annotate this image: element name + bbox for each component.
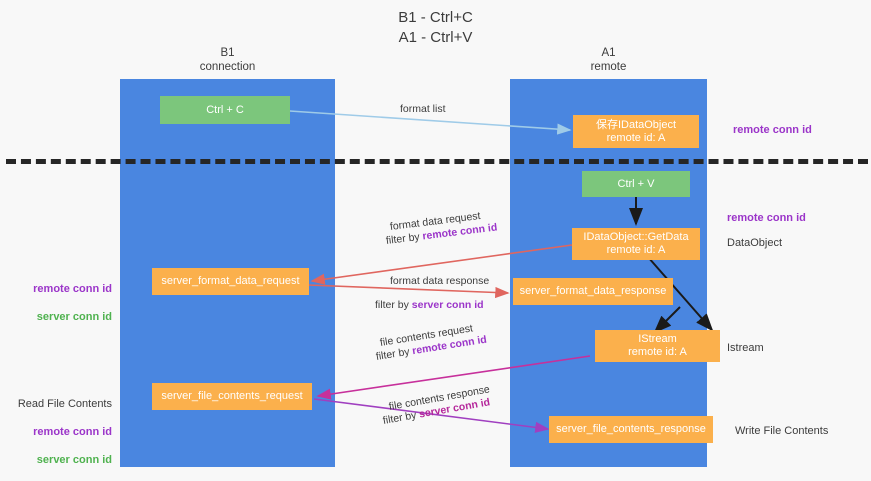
annotation-remote-conn-id-left-2: remote conn id: [33, 426, 112, 438]
annotation-istream: Istream: [727, 342, 764, 354]
arrow-format-data-request: [310, 244, 573, 285]
arrow-format-list: [274, 109, 572, 135]
annotation-remote-conn-id-mid: remote conn id: [727, 212, 806, 224]
arrow-format-data-response: [307, 284, 510, 299]
arrow-getdata-to-istream: [647, 256, 714, 332]
arrow-file-contents-response: [313, 398, 550, 433]
node-server-file-contents-response[interactable]: server_file_contents_response: [549, 416, 713, 443]
node-save-idataobject[interactable]: 保存IDataObject remote id: A: [573, 115, 699, 148]
arrow-response-to-istream: [653, 306, 681, 334]
arrow-file-contents-request: [316, 355, 591, 400]
annotation-remote-conn-id-left: remote conn id: [33, 283, 112, 295]
annotation-read-file-contents-group: Read File Contents remote conn id server…: [0, 383, 112, 481]
filter-key-server-conn-id: server conn id: [411, 299, 484, 311]
edge-label-format-list: format list: [400, 103, 446, 115]
connector-layer: [274, 109, 714, 433]
annotation-server-conn-id-left: server conn id: [36, 311, 112, 323]
node-ctrl-v[interactable]: Ctrl + V: [582, 171, 690, 197]
filter-prefix: filter by: [375, 299, 412, 311]
node-idataobject-getdata[interactable]: IDataObject::GetData remote id: A: [572, 228, 700, 260]
node-server-format-data-request[interactable]: server_format_data_request: [152, 268, 309, 295]
column-header-b1: B1 connection: [199, 47, 256, 73]
node-ctrl-c[interactable]: Ctrl + C: [160, 96, 290, 124]
node-server-file-contents-request[interactable]: server_file_contents_request: [152, 383, 312, 410]
edge-label-format-data-response-filter: filter by server conn id: [375, 298, 484, 312]
annotation-read-file-contents: Read File Contents: [17, 398, 112, 410]
annotation-conn-id-group-top: remote conn id server conn id: [0, 268, 112, 338]
annotation-dataobject: DataObject: [727, 237, 783, 249]
phase-divider: [6, 159, 868, 164]
annotation-server-conn-id-left-2: server conn id: [36, 454, 112, 466]
column-header-a1: A1 remote: [590, 47, 627, 73]
page-title: B1 - Ctrl+C A1 - Ctrl+V: [398, 9, 473, 46]
annotation-remote-conn-id-top: remote conn id: [733, 124, 812, 136]
edge-label-format-data-response: format data response: [390, 275, 490, 287]
annotation-write-file-contents: Write File Contents: [735, 425, 829, 437]
node-server-format-data-response[interactable]: server_format_data_response: [513, 278, 673, 305]
node-istream[interactable]: IStream remote id: A: [595, 330, 720, 362]
